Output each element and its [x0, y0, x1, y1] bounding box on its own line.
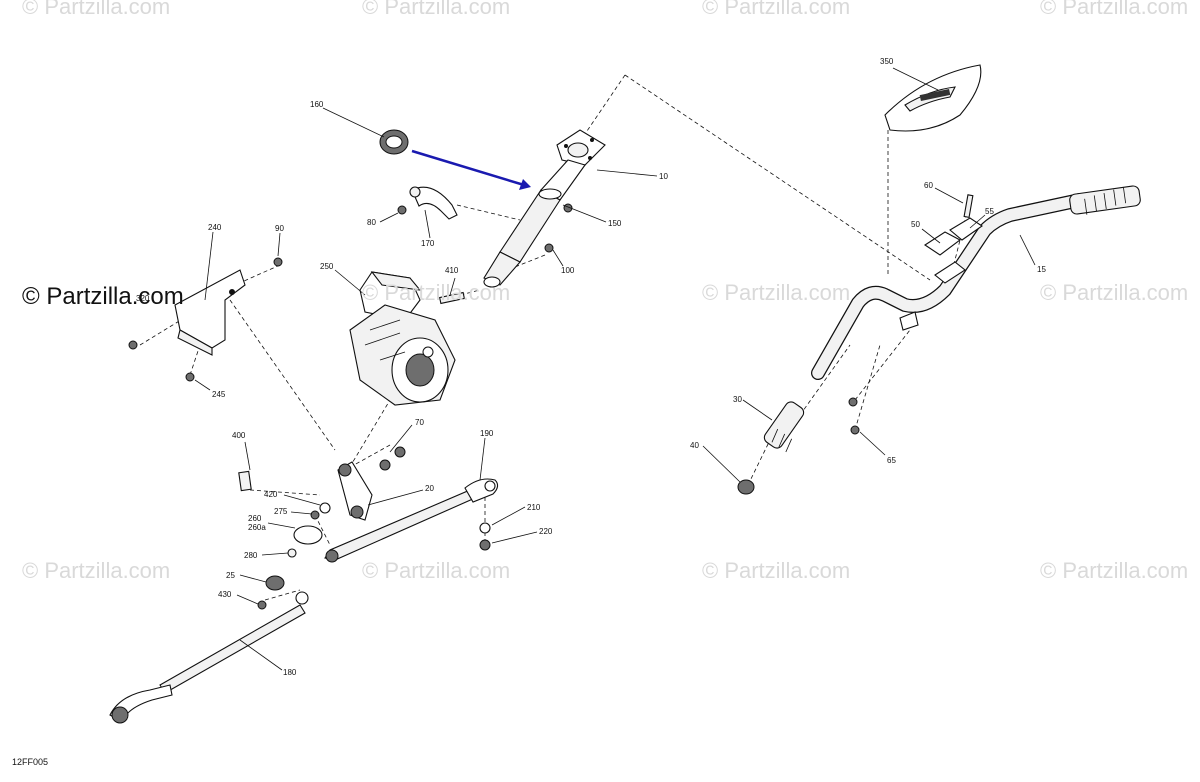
handlebar-cover-350 [884, 64, 982, 132]
bearing-25 [265, 575, 285, 591]
watermark: © Partzilla.com [362, 558, 511, 583]
watermark-main: © Partzilla.com [22, 283, 184, 310]
handlebar-clamps [899, 217, 983, 331]
bar-end-40 [737, 479, 755, 495]
watermark: © Partzilla.com [1040, 0, 1189, 19]
callout-label: 160 [310, 100, 324, 109]
nut-280 [287, 548, 297, 558]
callout-label: 180 [283, 668, 297, 677]
nut-80 [397, 205, 407, 215]
callout-label: 280 [244, 551, 258, 560]
callout-label: 40 [690, 441, 699, 450]
nut-65-a [848, 397, 858, 407]
washer-210 [479, 522, 491, 534]
callout-label: 210 [527, 503, 541, 512]
bolt-245 [185, 372, 195, 382]
diagram-code: 12FF005 [12, 757, 49, 767]
callout-label: 320 [136, 294, 150, 303]
bolt-400 [238, 470, 252, 492]
callout-label: 70 [415, 418, 424, 427]
callout-label: 250 [320, 262, 334, 271]
bolt-60 [963, 194, 974, 218]
clamp-part [409, 186, 458, 220]
power-steering-unit [349, 271, 456, 406]
tie-rod-190 [324, 478, 499, 563]
callout-label: 245 [212, 390, 226, 399]
callout-label: 350 [880, 57, 894, 66]
nut-220 [479, 539, 491, 551]
watermark: © Partzilla.com [702, 558, 851, 583]
callout-label: 50 [911, 220, 920, 229]
watermark: © Partzilla.com [22, 0, 171, 19]
callout-label: 150 [608, 219, 622, 228]
callout-label: 90 [275, 224, 284, 233]
watermark: © Partzilla.com [1040, 558, 1189, 583]
callout-label: 260a [248, 523, 266, 532]
tie-rod-180 [109, 591, 309, 724]
callout-label: 420 [264, 490, 278, 499]
watermark: © Partzilla.com [702, 280, 851, 305]
callout-label: 15 [1037, 265, 1046, 274]
leader-lines [194, 67, 1036, 671]
bracket-part [174, 269, 246, 356]
bolt-90 [273, 257, 283, 267]
washer-420 [319, 502, 331, 514]
callout-label: 400 [232, 431, 246, 440]
highlight-arrow [411, 149, 531, 190]
callout-label: 100 [561, 266, 575, 275]
watermark: © Partzilla.com [362, 280, 511, 305]
callout-label: 25 [226, 571, 235, 580]
pitman-arm [337, 461, 373, 521]
bolt-410 [438, 291, 466, 305]
callout-label: 220 [539, 527, 553, 536]
callout-label: 55 [985, 207, 994, 216]
steering-column [483, 129, 606, 288]
nut-100 [544, 243, 554, 253]
nut-70 [379, 459, 391, 471]
plate-260 [293, 525, 323, 545]
nut-275 [310, 510, 320, 520]
callout-label: 60 [924, 181, 933, 190]
bolt-320 [128, 340, 138, 350]
callout-labels: 10 15 20 25 30 40 50 55 60 65 70 80 90 1… [136, 57, 1046, 677]
callout-label: 275 [274, 507, 288, 516]
watermark: © Partzilla.com [362, 0, 511, 19]
callout-label: 80 [367, 218, 376, 227]
callout-label: 240 [208, 223, 222, 232]
watermark: © Partzilla.com [22, 558, 171, 583]
watermark: © Partzilla.com [1040, 280, 1189, 305]
callout-label: 10 [659, 172, 668, 181]
watermark: © Partzilla.com [702, 0, 851, 19]
callout-label: 30 [733, 395, 742, 404]
nut-430 [257, 600, 267, 610]
washer-70 [394, 446, 406, 458]
callout-label: 410 [445, 266, 459, 275]
callout-label: 190 [480, 429, 494, 438]
callout-label: 430 [218, 590, 232, 599]
handlebar [811, 185, 1141, 380]
bearing-part [379, 129, 409, 155]
callout-label: 65 [887, 456, 896, 465]
callout-label: 20 [425, 484, 434, 493]
callout-label: 170 [421, 239, 435, 248]
callout-label: 260 [248, 514, 262, 523]
nut-65-b [850, 425, 860, 435]
grip-30 [763, 401, 805, 453]
